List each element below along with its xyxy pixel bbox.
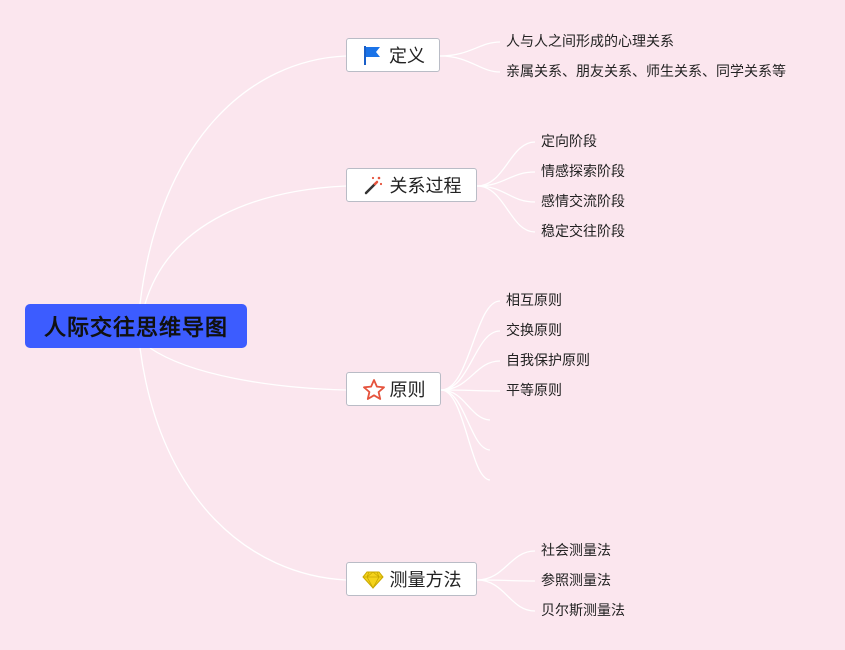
root-node-label: 人际交往思维导图 — [43, 316, 228, 341]
star-icon — [362, 378, 385, 400]
connector-meas-1 — [476, 550, 536, 581]
leaf-measure-2[interactable]: 参照测量法 — [541, 573, 611, 589]
leaf-definition-1[interactable]: 人与人之间形成的心理关系 — [506, 34, 674, 50]
connector-proc-3 — [476, 185, 536, 203]
root-node[interactable]: 人际交往思维导图 — [25, 304, 247, 348]
connector-prin-2 — [440, 330, 501, 391]
leaf-measure-1[interactable]: 社会测量法 — [541, 543, 611, 559]
branch-label: 关系过程 — [389, 176, 462, 197]
connector-prin-4 — [440, 389, 501, 392]
branch-node-definition[interactable]: 定义 — [346, 38, 440, 72]
branch-node-measure[interactable]: 测量方法 — [346, 562, 477, 596]
connector-root-measure — [139, 347, 347, 581]
connector-proc-4 — [476, 185, 536, 233]
leaf-principle-1[interactable]: 相互原则 — [506, 293, 562, 309]
connector-prin-3 — [440, 360, 501, 391]
leaf-process-4[interactable]: 稳定交往阶段 — [541, 224, 625, 240]
leaf-principle-3[interactable]: 自我保护原则 — [506, 353, 590, 369]
connector-root-process — [144, 185, 347, 305]
magic-wand-icon — [362, 174, 384, 196]
branch-label: 测量方法 — [389, 570, 462, 591]
leaf-principle-2[interactable]: 交换原则 — [506, 323, 562, 339]
flag-icon — [361, 44, 383, 66]
leaf-measure-3[interactable]: 贝尔斯测量法 — [541, 603, 625, 619]
branch-label: 定义 — [389, 46, 425, 67]
connector-root-definition — [139, 55, 347, 305]
branch-node-principle[interactable]: 原则 — [346, 372, 441, 406]
branch-node-process[interactable]: 关系过程 — [346, 168, 477, 202]
leaf-process-1[interactable]: 定向阶段 — [541, 134, 597, 150]
leaf-process-3[interactable]: 感情交流阶段 — [541, 194, 625, 210]
connector-root-principle — [149, 347, 347, 391]
connector-proc-2 — [476, 171, 536, 187]
diamond-icon — [361, 568, 384, 590]
connector-prin-6 — [440, 389, 491, 451]
connector-meas-3 — [476, 579, 536, 612]
connector-prin-1 — [440, 300, 501, 391]
leaf-process-2[interactable]: 情感探索阶段 — [541, 164, 625, 180]
leaf-definition-2[interactable]: 亲属关系、朋友关系、师生关系、同学关系等 — [506, 64, 786, 80]
connector-proc-1 — [476, 141, 536, 187]
branch-label: 原则 — [389, 380, 426, 401]
connector-def-2 — [439, 55, 501, 73]
connector-def-1 — [439, 41, 501, 57]
leaf-principle-4[interactable]: 平等原则 — [506, 383, 562, 399]
connector-prin-7 — [440, 389, 491, 481]
